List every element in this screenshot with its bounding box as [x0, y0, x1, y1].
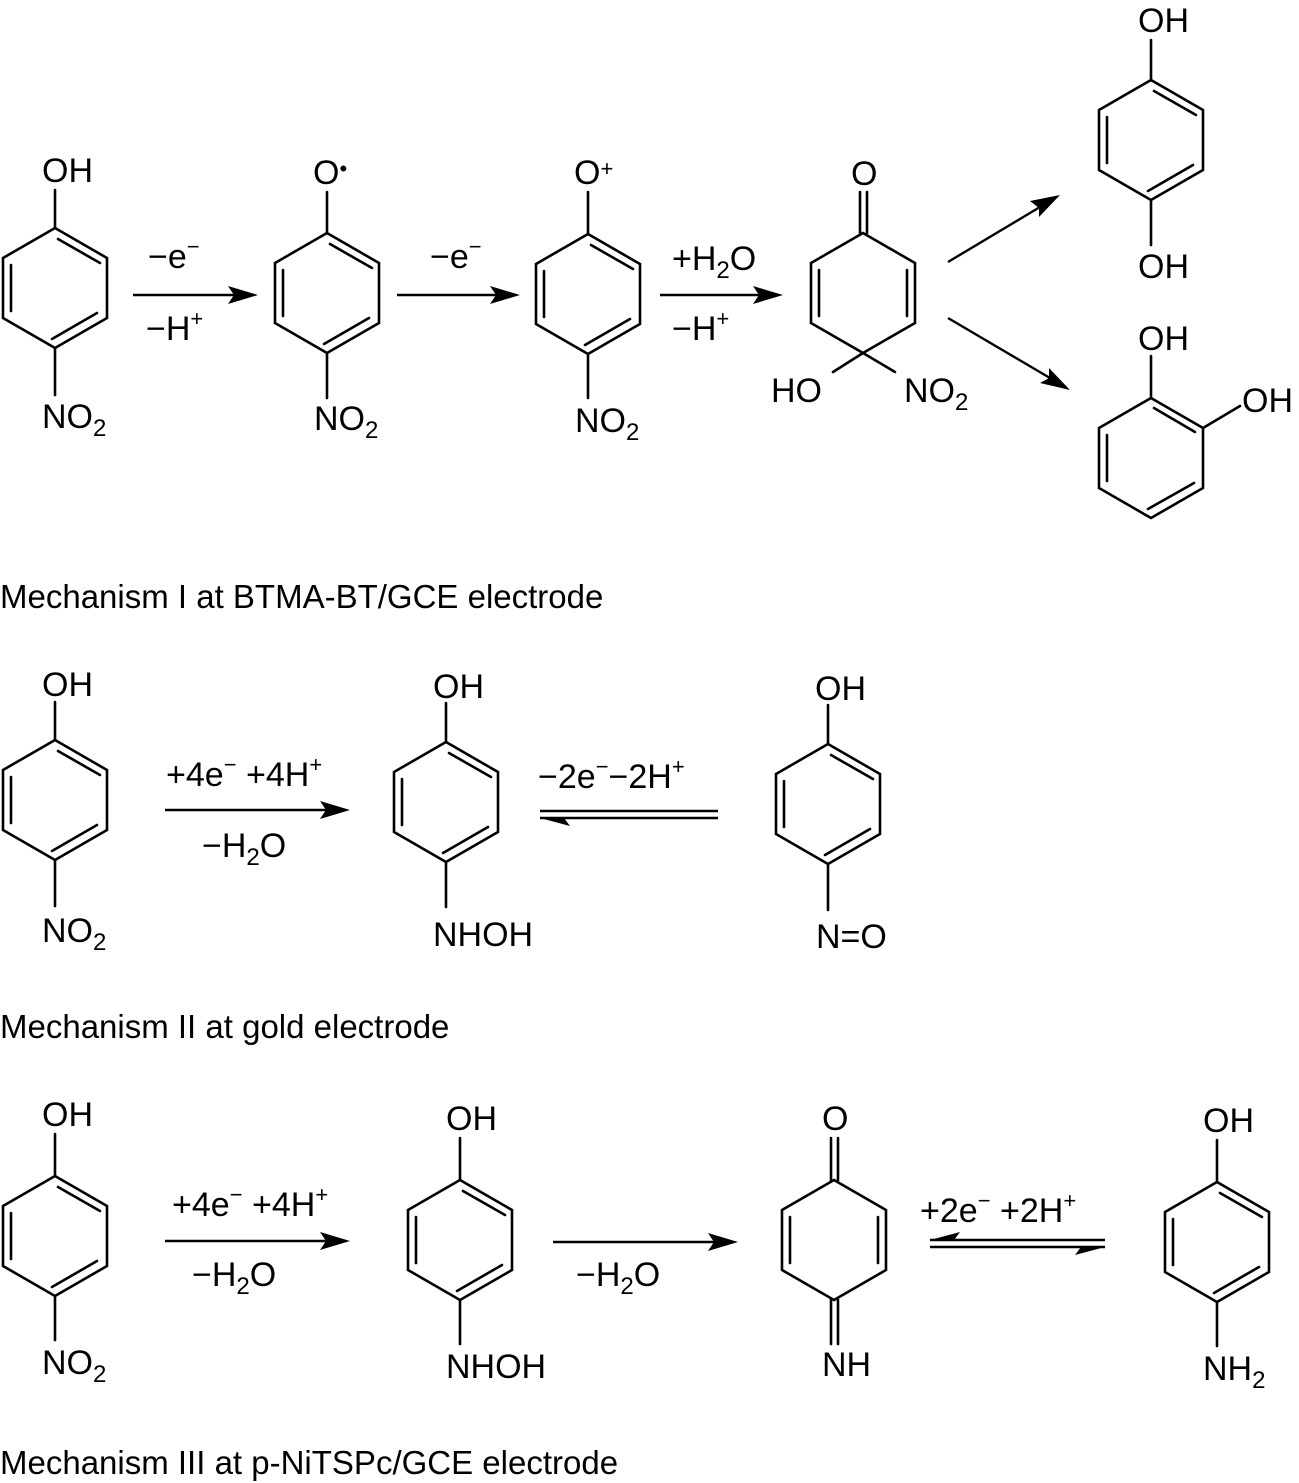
label-no: NO	[42, 398, 93, 436]
svg-text:O•: O•	[313, 154, 347, 192]
svg-text:O+: O+	[574, 154, 613, 192]
label-nhoh: NHOH	[433, 916, 533, 954]
molecule-nitro-cyclohexadienone: O HO NO2	[771, 155, 968, 416]
molecule-phenoxy-radical: O• NO2	[273, 154, 381, 444]
label-nh: NH	[822, 1346, 871, 1384]
label-oh: OH	[1138, 320, 1189, 358]
molecule-hydroquinone: OH OH	[1097, 2, 1205, 286]
arrow-m2-equilibrium: −2e−−2H+	[538, 754, 718, 826]
caption-mechanism-3: Mechanism III at p-NiTSPc/GCE electrode	[0, 1444, 618, 1481]
label-oh: OH	[815, 670, 866, 708]
molecule-quinone-imine: O NH	[780, 1100, 888, 1384]
svg-text:−H+: −H+	[146, 306, 203, 348]
label-sub-2: 2	[93, 415, 106, 442]
molecule-4-nitrophenol-m3: OH NO2	[1, 1096, 109, 1388]
reagent-m2-s1-top-a: +4e	[166, 756, 224, 794]
svg-text:−H2O: −H2O	[576, 1256, 660, 1300]
reagent-m1-s1-top: −e	[148, 238, 187, 276]
label-n-eq-o: N=O	[816, 918, 887, 956]
molecule-catechol: OH OH	[1097, 320, 1293, 520]
label-o: O	[574, 154, 600, 192]
svg-text:−H+: −H+	[672, 306, 729, 348]
arrow-m1-branch-down	[947, 316, 1070, 390]
svg-text:−e−: −e−	[148, 234, 200, 276]
reagent-m2-s2-top-b: −2H	[609, 758, 672, 796]
svg-text:NO2: NO2	[42, 1344, 106, 1388]
svg-text:−e−: −e−	[430, 234, 482, 276]
label-o: O	[851, 155, 877, 193]
label-nhoh: NHOH	[446, 1348, 546, 1386]
label-o: O	[313, 154, 339, 192]
caption-mechanism-1: Mechanism I at BTMA-BT/GCE electrode	[0, 578, 603, 615]
svg-text:NO2: NO2	[904, 372, 968, 416]
label-ho: HO	[771, 372, 822, 410]
label-oh: OH	[1203, 1102, 1254, 1140]
svg-text:NO2: NO2	[42, 398, 106, 442]
svg-text:+4e− +4H+: +4e− +4H+	[166, 752, 322, 794]
molecule-4-hydroxylaminophenol-m3: OH NHOH	[406, 1100, 546, 1386]
molecule-4-aminophenol: OH NH2	[1163, 1102, 1271, 1394]
label-oh: OH	[42, 152, 93, 190]
reagent-m1-s3-bottom: −H	[672, 310, 716, 348]
molecule-4-nitrophenol-m2: OH NO2	[1, 666, 109, 956]
label-oh: OH	[446, 1100, 497, 1138]
svg-text:NO2: NO2	[314, 400, 378, 444]
mechanism-2: OH NO2 +4e− +4H+ −H2O OH NHOH −2e−−2H+	[0, 666, 887, 1045]
reagent-m2-s1-top-b: +4H	[246, 756, 309, 794]
arrow-m3-step2: −H2O	[553, 1233, 738, 1300]
charge-plus: +	[600, 156, 613, 181]
molecule-phenoxonium: O+ NO2	[534, 154, 642, 446]
label-nh2: NH	[1203, 1350, 1252, 1388]
svg-text:−2e−−2H+: −2e−−2H+	[538, 754, 685, 796]
label-o: O	[822, 1100, 848, 1138]
radical-dot: •	[339, 156, 347, 181]
arrow-m1-branch-up	[947, 195, 1060, 264]
caption-mechanism-2: Mechanism II at gold electrode	[0, 1008, 449, 1045]
label-oh: OH	[1242, 382, 1293, 420]
svg-text:+H2O: +H2O	[672, 240, 756, 284]
arrow-m1-step3: +H2O −H+	[660, 240, 783, 348]
label-oh: OH	[1138, 2, 1189, 40]
label-oh: OH	[42, 1096, 93, 1134]
svg-text:+2e− +2H+: +2e− +2H+	[920, 1188, 1076, 1230]
svg-text:+4e− +4H+: +4e− +4H+	[172, 1182, 328, 1224]
arrow-m3-equilibrium: +2e− +2H+	[920, 1188, 1105, 1255]
svg-text:−H2O: −H2O	[192, 1256, 276, 1300]
reagent-m1-s3-top: +H	[672, 240, 716, 278]
reagent-m2-s2-top-a: −2e	[538, 758, 596, 796]
label-oh: OH	[42, 666, 93, 704]
reagent-m1-s2-top: −e	[430, 238, 469, 276]
reagent-m1-s1-bottom: −H	[146, 310, 190, 348]
arrow-m1-step2: −e−	[397, 234, 520, 304]
svg-text:−H2O: −H2O	[202, 827, 286, 871]
svg-text:NH2: NH2	[1203, 1350, 1265, 1394]
molecule-4-hydroxylaminophenol-m2: OH NHOH	[392, 668, 533, 954]
mechanism-1: OH NO2 −e− −H+ O• NO2 −e−	[0, 2, 1293, 615]
label-oh: OH	[1138, 248, 1189, 286]
arrow-m1-step1: −e− −H+	[133, 234, 258, 348]
reagent-m3-s3-top-a: +2e	[920, 1192, 978, 1230]
molecule-4-nitrophenol-m1: OH NO2	[1, 152, 109, 442]
mechanism-3: OH NO2 +4e− +4H+ −H2O OH NHOH −H2O	[0, 1096, 1271, 1481]
reagent-m3-s1-top-a: +4e	[172, 1186, 230, 1224]
reagent-m3-s2-bottom: −H	[576, 1256, 620, 1294]
reagent-m2-s1-bottom: −H	[202, 827, 246, 865]
molecule-4-nitrosophenol: OH N=O	[774, 670, 887, 956]
reagent-m3-s3-top-b: +2H	[1000, 1192, 1063, 1230]
arrow-m2-step1: +4e− +4H+ −H2O	[165, 752, 350, 871]
svg-text:NO2: NO2	[42, 912, 106, 956]
arrow-m3-step1: +4e− +4H+ −H2O	[165, 1182, 350, 1300]
svg-text:NO2: NO2	[575, 402, 639, 446]
reagent-m3-s1-bottom: −H	[192, 1256, 236, 1294]
label-oh: OH	[433, 668, 484, 706]
reagent-m3-s1-top-b: +4H	[252, 1186, 315, 1224]
